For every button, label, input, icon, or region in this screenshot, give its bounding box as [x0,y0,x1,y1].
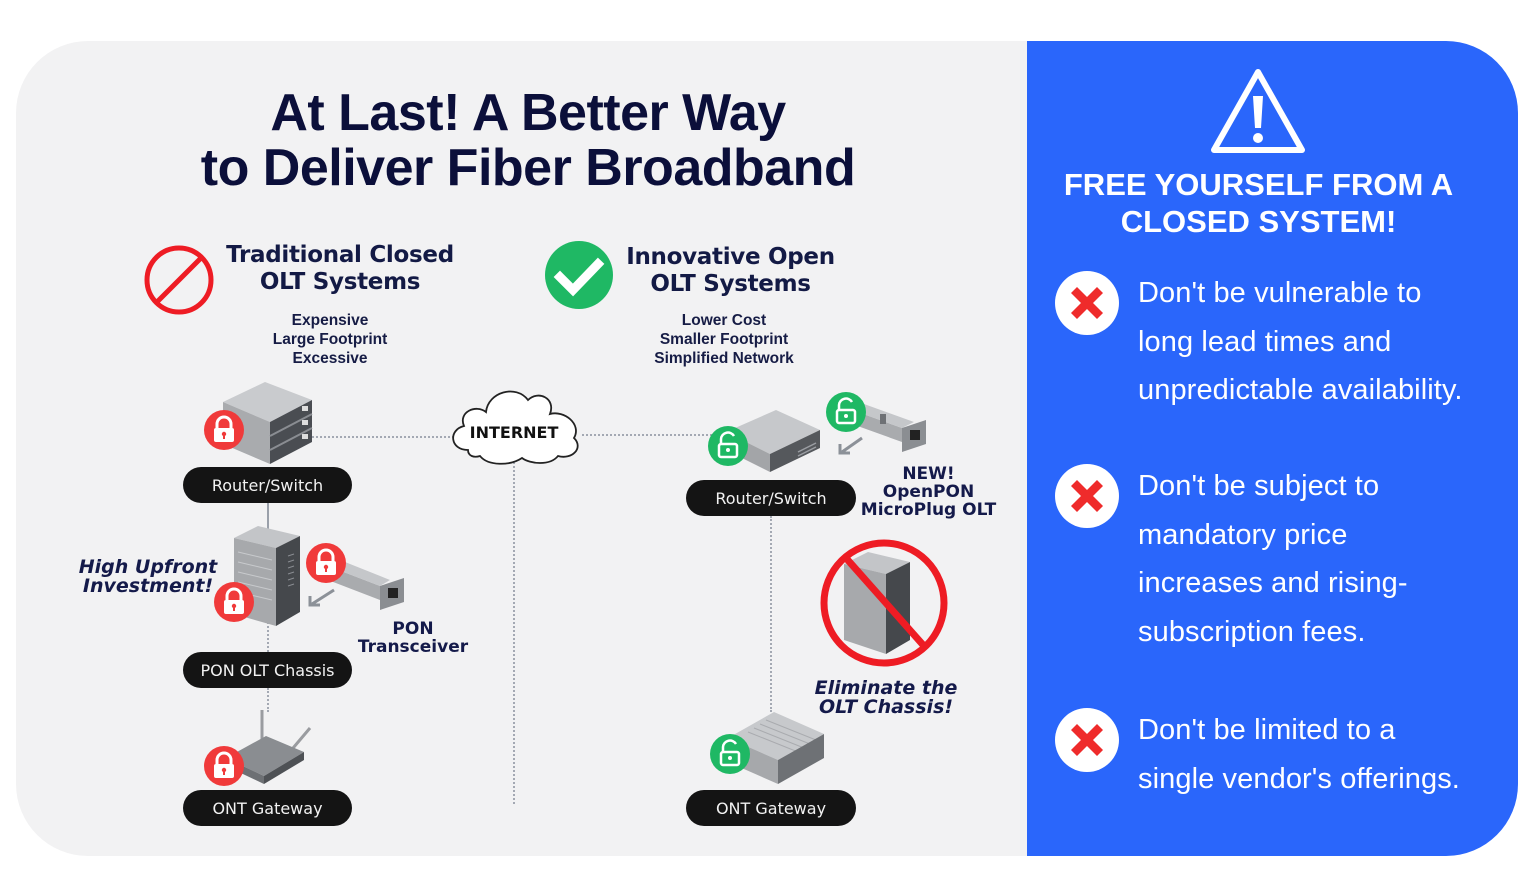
x-icon [1055,708,1119,772]
locked-padlock-icon [306,543,346,583]
innovative-heading-line-1: Innovative Open [626,244,835,270]
unlocked-padlock-icon [710,734,750,774]
eliminate-line-2: OLT Chassis! [818,696,954,718]
insert-arrow-icon [308,588,335,607]
warning-line: long lead times and [1138,325,1392,358]
warning-title: FREE YOURSELF FROM A CLOSED SYSTEM! [1040,166,1477,240]
warning-icon [1211,69,1305,153]
warning-line: mandatory price [1138,518,1348,551]
prohibited-icon [144,245,214,315]
link-right-router-gateway [770,516,772,712]
warning-item: Don't be limited to a single vendor's of… [1055,706,1505,803]
high-upfront-investment-callout: High Upfront Investment! [78,558,218,596]
traditional-heading-line-2: OLT Systems [259,269,421,295]
link-internet-right-router [582,434,712,436]
title-line-2: to Deliver Fiber Broadband [200,139,856,197]
warning-line: Don't be limited to a [1138,714,1396,746]
eliminate-line-1: Eliminate the [814,677,958,699]
microplug-line-1: NEW! OpenPON [882,464,975,502]
warning-line: increases and rising- [1138,567,1408,599]
x-icon [1055,464,1119,528]
microplug-line-2: MicroPlug OLT [860,500,997,520]
unlocked-padlock-icon [826,392,866,432]
innovative-heading-line-2: OLT Systems [650,271,811,297]
trait-simplified-network: Simplified Network [654,350,794,367]
trait-excessive: Excessive [292,350,368,367]
warning-line: Don't be vulnerable to [1138,277,1422,309]
divider-line [513,462,515,804]
locked-padlock-icon [204,410,244,450]
unlocked-padlock-icon [708,426,748,466]
warning-item: Don't be subject to mandatory price incr… [1055,462,1505,656]
link-router-chassis [267,502,269,530]
locked-padlock-icon [204,746,244,786]
eliminate-chassis-callout: Eliminate the OLT Chassis! [812,679,960,717]
insert-arrow-icon [838,436,863,455]
trait-smaller-footprint: Smaller Footprint [659,331,789,348]
internet-cloud-icon [452,390,579,465]
traditional-heading-line-1: Traditional Closed [226,242,454,268]
eliminated-chassis-icon [820,539,948,667]
warning-title-line-1: FREE YOURSELF FROM A [1063,167,1454,202]
pon-olt-chassis-label: PON OLT Chassis [183,652,352,688]
trait-expensive: Expensive [291,312,369,329]
innovative-traits: Lower Cost Smaller Footprint Simplified … [624,311,824,368]
link-chassis-gateway [267,688,269,712]
checkmark-icon [545,241,613,309]
warning-item-text: Don't be subject to mandatory price incr… [1138,462,1408,656]
warning-item-text: Don't be limited to a single vendor's of… [1138,706,1460,803]
page-title: At Last! A Better Way to Deliver Fiber B… [150,86,906,196]
warning-item-text: Don't be vulnerable to long lead times a… [1138,269,1463,415]
callout-line-2: Investment! [82,575,214,597]
warning-line: unpredictable availability. [1138,374,1463,406]
x-icon [1055,271,1119,335]
warning-item: Don't be vulnerable to long lead times a… [1055,269,1505,415]
warning-line: Don't be subject to [1138,470,1380,502]
trait-large-footprint: Large Footprint [272,331,388,348]
warning-line: subscription fees. [1138,615,1366,648]
traditional-heading: Traditional Closed OLT Systems [222,242,458,296]
pon-transceiver-label: PON Transceiver [357,619,469,657]
ont-gateway-label-left: ONT Gateway [183,790,352,826]
trait-lower-cost: Lower Cost [681,312,767,329]
ont-gateway-label-right: ONT Gateway [686,790,856,826]
router-switch-label-right: Router/Switch [686,480,856,516]
microplug-olt-label: NEW! OpenPON MicroPlug OLT [856,465,1001,519]
router-switch-label-left: Router/Switch [183,467,352,503]
locked-padlock-icon [214,582,254,622]
link-left-router-internet [312,436,462,438]
title-line-1: At Last! A Better Way [270,84,786,142]
warning-title-line-2: CLOSED SYSTEM! [1120,204,1397,239]
innovative-heading: Innovative Open OLT Systems [618,244,843,298]
link-chassis-pill [267,622,269,652]
warning-line: single vendor's offerings. [1138,762,1460,795]
internet-label: INTERNET [469,423,559,442]
traditional-traits: Expensive Large Footprint Excessive [240,311,420,368]
callout-line-1: High Upfront [78,556,218,578]
